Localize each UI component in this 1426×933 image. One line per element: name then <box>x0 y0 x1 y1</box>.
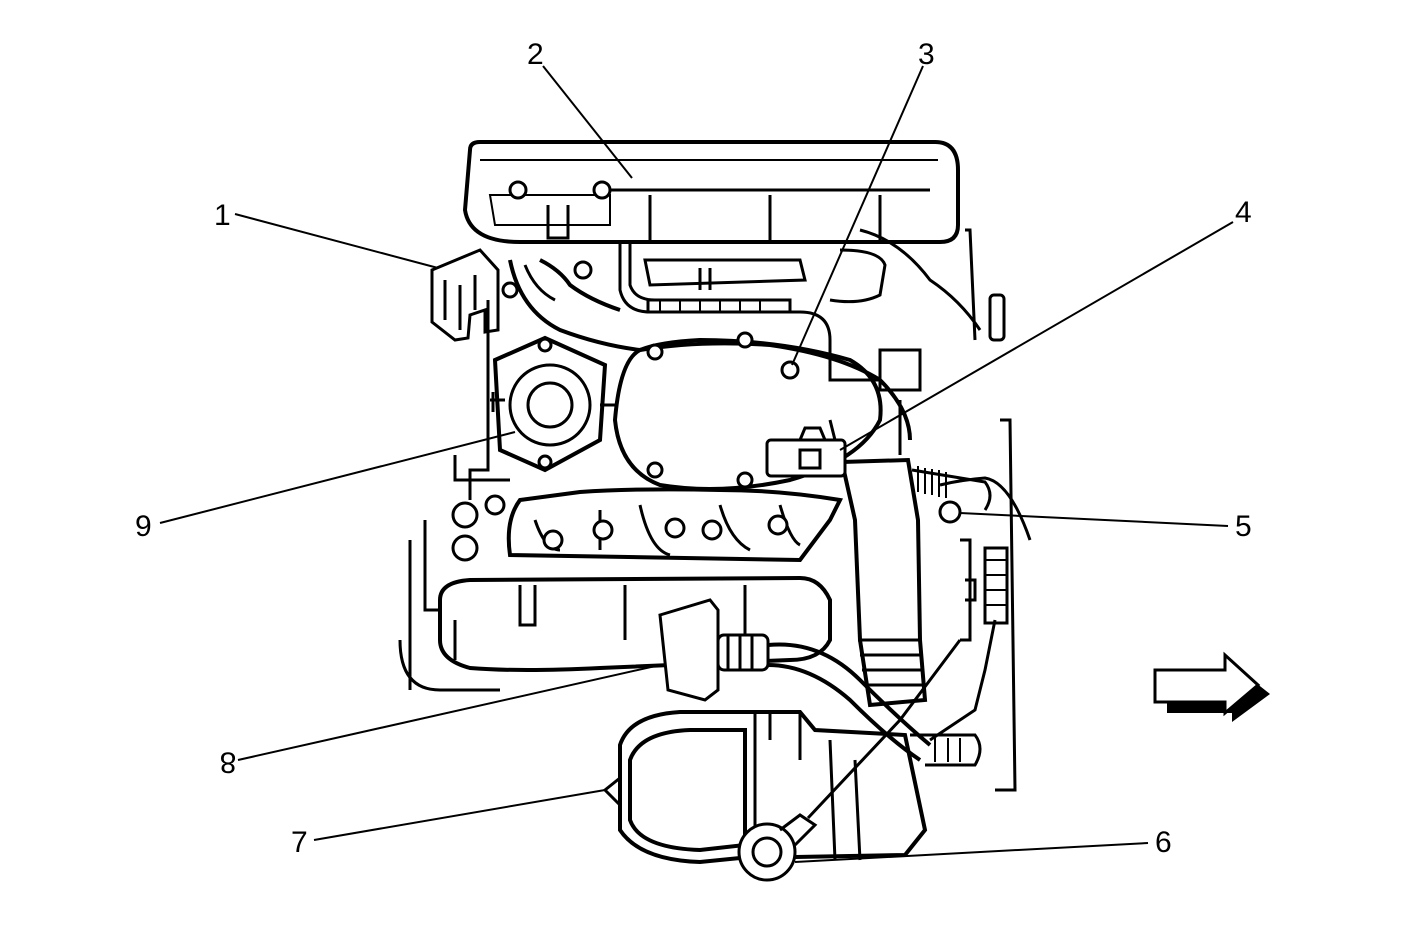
leader-3 <box>791 65 924 366</box>
downpipe <box>828 340 928 708</box>
egr-valve <box>658 598 982 767</box>
callout-5: 5 <box>1235 510 1252 543</box>
exhaust-manifold <box>451 487 843 563</box>
engine-block-outline <box>408 300 510 690</box>
leader-1 <box>234 213 439 269</box>
leader-9 <box>159 431 516 524</box>
callout-labels: 1 2 3 4 5 6 7 8 9 <box>135 38 1252 859</box>
leader-8 <box>237 664 661 761</box>
callout-leaders <box>159 65 1234 863</box>
intake-plenum <box>462 140 960 244</box>
left-bracket <box>430 248 593 342</box>
resonator-housing <box>602 710 928 865</box>
callout-4: 4 <box>1235 196 1252 229</box>
leader-5 <box>959 512 1229 527</box>
manifold-bolts <box>451 494 789 562</box>
o2-sensor-connector <box>911 466 1032 541</box>
sensor-block <box>765 426 847 478</box>
callout-2: 2 <box>527 38 544 71</box>
engine-drawing <box>398 140 1032 882</box>
leader-2 <box>542 65 633 179</box>
wiring-harness <box>618 240 887 360</box>
right-arrow-icon <box>1153 651 1270 722</box>
callout-3: 3 <box>918 38 935 71</box>
callout-1: 1 <box>214 199 231 232</box>
bottom-sensor <box>737 639 962 882</box>
leader-7 <box>313 789 606 841</box>
callout-6: 6 <box>1155 826 1172 859</box>
leader-6 <box>794 842 1149 863</box>
lower-runner <box>398 575 832 692</box>
callout-9: 9 <box>135 510 152 543</box>
callout-8: 8 <box>220 746 237 779</box>
leader-4 <box>839 221 1234 451</box>
right-side-components <box>859 228 1017 792</box>
callout-7: 7 <box>291 826 308 859</box>
throttle-body <box>490 335 615 473</box>
